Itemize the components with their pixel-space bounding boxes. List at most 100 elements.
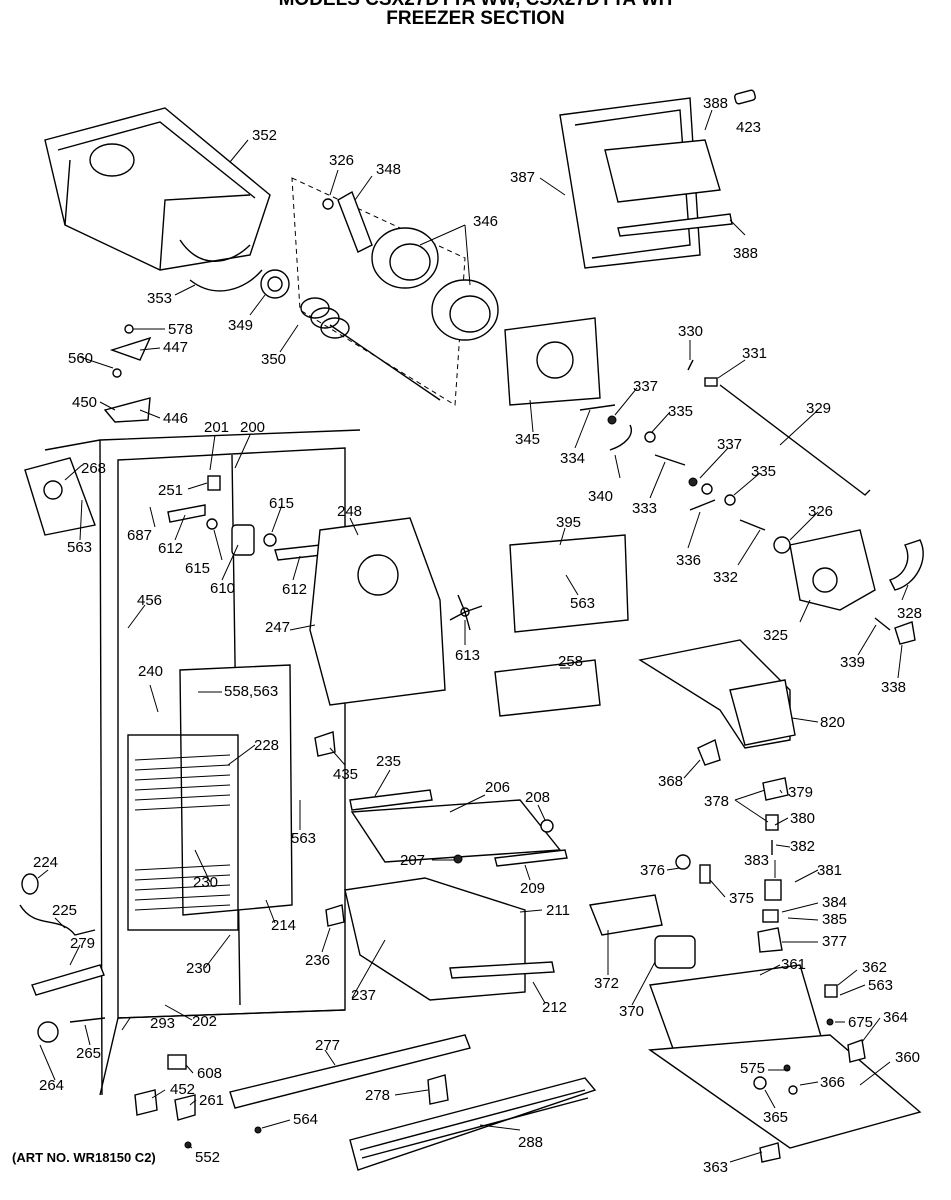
callout: 366 <box>820 1074 845 1091</box>
callout: 268 <box>81 460 106 477</box>
diagram-title-section: FREEZER SECTION <box>386 8 565 29</box>
callout: 335 <box>751 463 776 480</box>
callout: 279 <box>70 935 95 952</box>
callout: 265 <box>76 1045 101 1062</box>
callout: 558,563 <box>224 683 278 700</box>
callout: 388 <box>733 245 758 262</box>
callout: 563 <box>291 830 316 847</box>
callout: 675 <box>848 1014 873 1031</box>
callout: 612 <box>158 540 183 557</box>
callout: 326 <box>808 503 833 520</box>
callout: 612 <box>282 581 307 598</box>
callout: 326 <box>329 152 354 169</box>
callout: 385 <box>822 911 847 928</box>
callout: 209 <box>520 880 545 897</box>
ice-bucket-part <box>44 107 271 271</box>
callout: 395 <box>556 514 581 531</box>
callout: 610 <box>210 580 235 597</box>
callout: 340 <box>588 488 613 505</box>
callout: 228 <box>254 737 279 754</box>
callout: 362 <box>862 959 887 976</box>
callout: 348 <box>376 161 401 178</box>
callout: 207 <box>400 852 425 869</box>
callout: 293 <box>150 1015 175 1032</box>
callout: 563 <box>868 977 893 994</box>
callout: 201 <box>204 419 229 436</box>
callout: 363 <box>703 1159 728 1176</box>
callout: 332 <box>713 569 738 586</box>
callout: 208 <box>525 789 550 806</box>
callout: 202 <box>192 1013 217 1030</box>
callout: 328 <box>897 605 922 622</box>
callout: 423 <box>736 119 761 136</box>
callout: 248 <box>337 503 362 520</box>
callout: 264 <box>39 1077 64 1094</box>
art-number: (ART NO. WR18150 C2) <box>12 1150 156 1165</box>
callout: 388 <box>703 95 728 112</box>
callout: 225 <box>52 902 77 919</box>
callout: 277 <box>315 1037 340 1054</box>
callout: 278 <box>365 1087 390 1104</box>
callout: 353 <box>147 290 172 307</box>
callout: 450 <box>72 394 97 411</box>
callout: 251 <box>158 482 183 499</box>
callout: 364 <box>883 1009 908 1026</box>
callout: 365 <box>763 1109 788 1126</box>
callout: 336 <box>676 552 701 569</box>
callout: 346 <box>473 213 498 230</box>
callout: 212 <box>542 999 567 1016</box>
callout: 564 <box>293 1111 318 1128</box>
callout: 230 <box>193 874 218 891</box>
callout: 337 <box>633 378 658 395</box>
callout: 236 <box>305 952 330 969</box>
callout: 338 <box>881 679 906 696</box>
callout: 345 <box>515 431 540 448</box>
callout: 288 <box>518 1134 543 1151</box>
callout: 329 <box>806 400 831 417</box>
callout: 384 <box>822 894 847 911</box>
callout: 370 <box>619 1003 644 1020</box>
callout: 368 <box>658 773 683 790</box>
callout: 335 <box>668 403 693 420</box>
callout: 352 <box>252 127 277 144</box>
callout: 230 <box>186 960 211 977</box>
callout: 383 <box>744 852 769 869</box>
callout: 214 <box>271 917 296 934</box>
callout: 361 <box>781 956 806 973</box>
callout: 575 <box>740 1060 765 1077</box>
callout: 261 <box>199 1092 224 1109</box>
callout: 339 <box>840 654 865 671</box>
callout: 240 <box>138 663 163 680</box>
callout: 608 <box>197 1065 222 1082</box>
diagram-title-models: MODELS CSX27DYTA WW, CSX27DYTA WH <box>0 0 951 11</box>
callout: 380 <box>790 810 815 827</box>
callout: 378 <box>704 793 729 810</box>
callout: 578 <box>168 321 193 338</box>
callout: 687 <box>127 527 152 544</box>
callout: 224 <box>33 854 58 871</box>
callout: 446 <box>163 410 188 427</box>
callout: 206 <box>485 779 510 796</box>
callout: 381 <box>817 862 842 879</box>
callout-labels: 352 326 348 346 387 388 423 388 353 349 … <box>33 95 922 1176</box>
callout: 247 <box>265 619 290 636</box>
callout: 820 <box>820 714 845 731</box>
dispenser-door-part <box>559 97 733 269</box>
callout: 560 <box>68 350 93 367</box>
callout: 376 <box>640 862 665 879</box>
callout: 334 <box>560 450 585 467</box>
callout: 435 <box>333 766 358 783</box>
callout: 330 <box>678 323 703 340</box>
callout: 382 <box>790 838 815 855</box>
callout: 235 <box>376 753 401 770</box>
callout: 613 <box>455 647 480 664</box>
callout: 237 <box>351 987 376 1004</box>
callout: 615 <box>185 560 210 577</box>
callout: 563 <box>570 595 595 612</box>
callout: 200 <box>240 419 265 436</box>
callout: 372 <box>594 975 619 992</box>
callout: 349 <box>228 317 253 334</box>
callout: 615 <box>269 495 294 512</box>
